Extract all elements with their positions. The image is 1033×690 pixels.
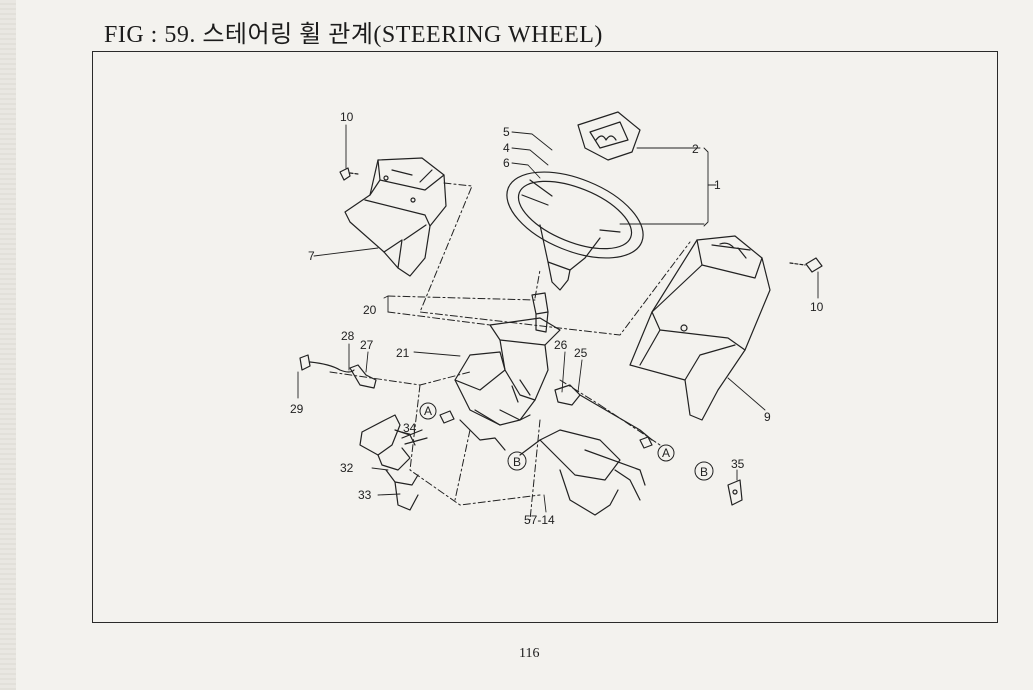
scan-edge: [0, 0, 16, 690]
callout-35: 35: [731, 457, 745, 471]
marker-b-left: B: [513, 455, 521, 469]
callout-34: 34: [403, 421, 417, 435]
callout-4: 4: [503, 141, 510, 155]
callout-27: 27: [360, 338, 374, 352]
screw-part-left: [339, 167, 359, 181]
callout-33: 33: [358, 488, 372, 502]
callout-21: 21: [396, 346, 410, 360]
marker-b-right: B: [700, 465, 708, 479]
callout-32: 32: [340, 461, 354, 475]
callout-29: 29: [290, 402, 304, 416]
callout-20: 20: [363, 303, 377, 317]
callout-1: 1: [714, 178, 721, 192]
callout-57-14: 57-14: [524, 513, 555, 527]
upper-shroud-part: [344, 157, 447, 277]
marker-a-right: A: [662, 446, 670, 460]
marker-a-left: A: [424, 404, 432, 418]
lower-shroud-part: [629, 235, 771, 421]
page-number: 116: [519, 646, 540, 661]
lower-column-part: [519, 384, 653, 516]
callout-5: 5: [503, 125, 510, 139]
circle-markers: [419, 402, 714, 481]
callout-10-left: 10: [340, 110, 354, 124]
callout-9: 9: [764, 410, 771, 424]
callout-6: 6: [503, 156, 510, 170]
horn-pad-part: [577, 111, 641, 161]
steering-wheel-part: [506, 171, 644, 291]
callout-28: 28: [341, 329, 355, 343]
assembly-lines: [329, 182, 691, 521]
callout-10-right: 10: [810, 300, 824, 314]
leader-lines: [297, 124, 819, 513]
switch-bracket-part: [299, 354, 455, 511]
diagram-frame: [92, 51, 998, 623]
callout-2: 2: [692, 142, 699, 156]
callout-7: 7: [308, 249, 315, 263]
screw-part-right: [789, 257, 823, 273]
column-shaft-part: [454, 292, 561, 451]
callout-26: 26: [554, 338, 568, 352]
small-bracket-part: [727, 479, 743, 506]
callout-labels: 10 7 5 4 6 2 1 20 28 27 21 26 25 29 9 10…: [290, 110, 824, 527]
callout-25: 25: [574, 346, 588, 360]
page-title: FIG : 59. 스테어링 휠 관계(STEERING WHEEL): [104, 22, 603, 48]
